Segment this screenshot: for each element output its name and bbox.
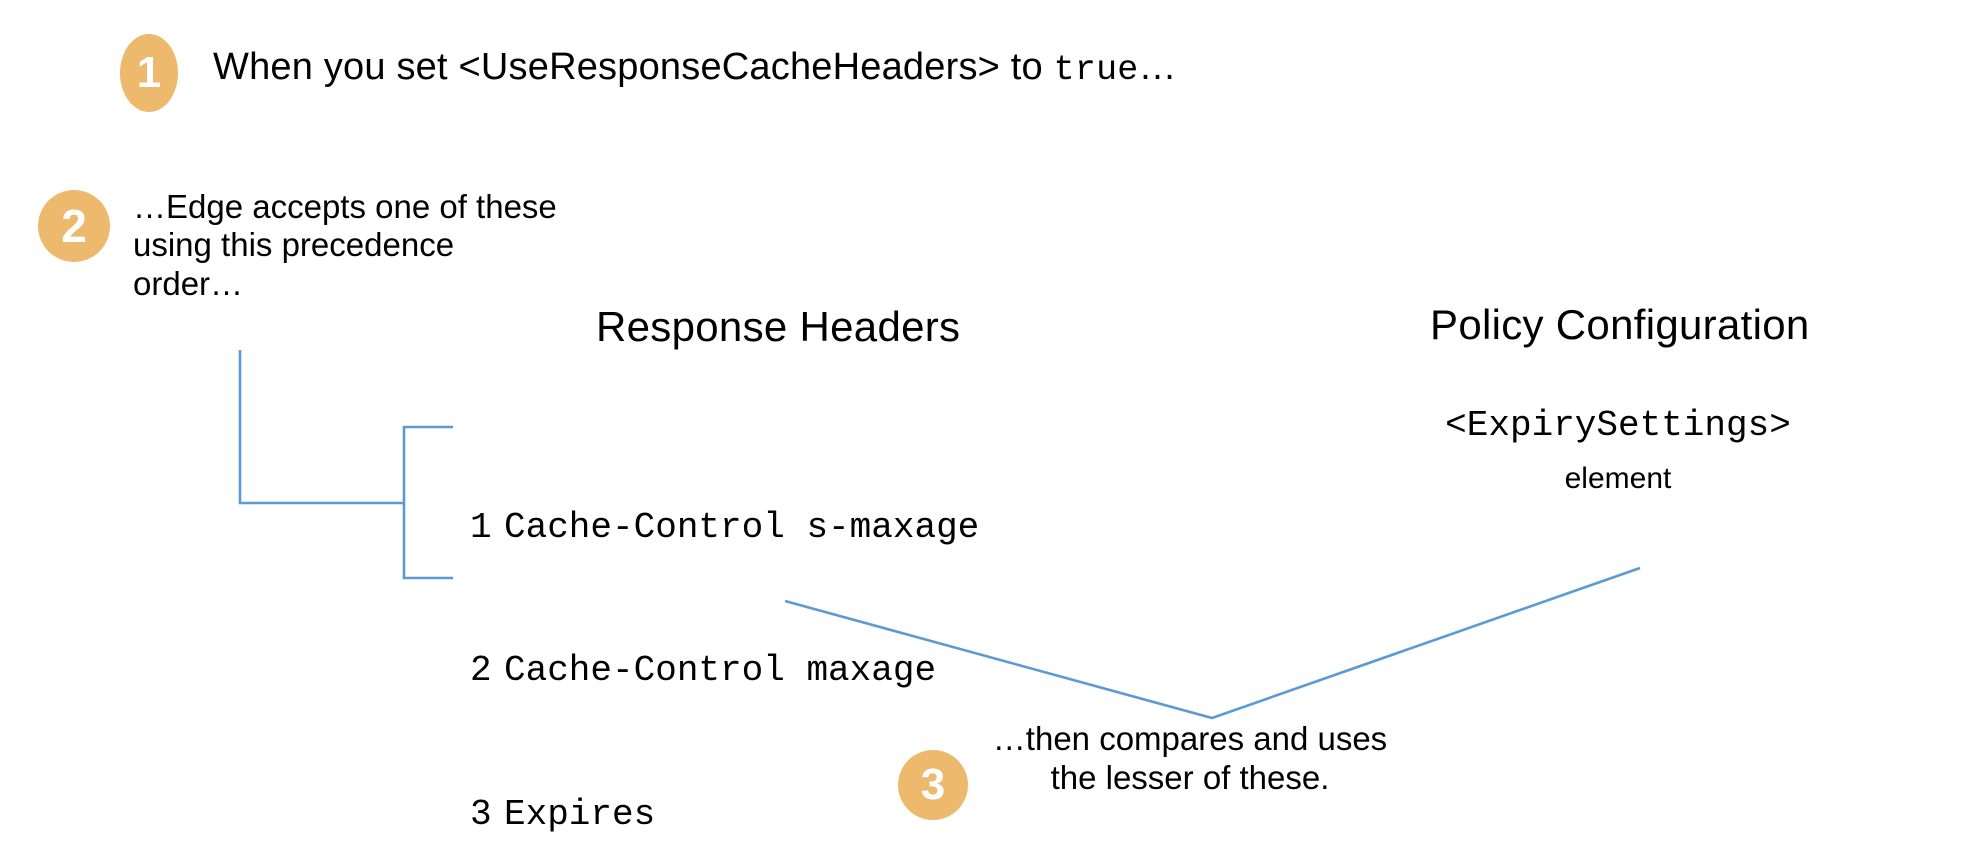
- step-3-text: …then compares and uses the lesser of th…: [960, 720, 1420, 797]
- step-2-line-2: using this precedence: [133, 226, 455, 264]
- policy-configuration-heading: Policy Configuration: [1430, 301, 1810, 348]
- step-1-text-prefix: When you set <UseResponseCacheHeaders> t…: [213, 46, 1054, 88]
- step-1-number: 1: [136, 48, 162, 97]
- step-2-line-1: …Edge accepts one of these: [133, 188, 557, 225]
- list-item-number: 1: [470, 506, 492, 548]
- list-item: 1 Cache-Control s-maxage: [470, 504, 979, 552]
- precedence-list: 1 Cache-Control s-maxage 2 Cache-Control m…: [470, 408, 979, 858]
- step-3-line-1: …then compares and uses: [992, 720, 1388, 757]
- response-headers-heading: Response Headers: [596, 303, 961, 350]
- step-2-number: 2: [61, 200, 87, 252]
- list-item-label: Cache-Control maxage: [504, 650, 937, 692]
- precedence-bracket-line: [238, 350, 404, 505]
- policy-element-kind: element: [1564, 462, 1672, 495]
- list-group-bracket-line: [402, 425, 453, 580]
- step-2-text: …Edge accepts one of these using this pr…: [133, 188, 653, 303]
- step-3-line-2: the lesser of these.: [1050, 758, 1330, 796]
- step-1-text-suffix: …: [1138, 46, 1177, 88]
- list-item-number: 2: [470, 650, 492, 692]
- list-item-label: Expires: [504, 794, 656, 835]
- step-1-badge: 1: [120, 34, 178, 112]
- list-item-number: 3: [470, 794, 492, 835]
- step-3-badge: 3: [898, 750, 968, 820]
- step-2-line-3: order…: [133, 264, 244, 302]
- step-2-badge: 2: [38, 190, 110, 262]
- step-1-text-mono: true: [1053, 50, 1139, 90]
- list-item: 2 Cache-Control maxage: [470, 647, 979, 695]
- list-item: 3 Expires: [470, 791, 979, 839]
- list-item-label: Cache-Control s-maxage: [504, 506, 980, 548]
- policy-element-name: <ExpirySettings>: [1445, 405, 1791, 446]
- step-1-text: When you set <UseResponseCacheHeaders> t…: [213, 46, 1177, 90]
- step-3-number: 3: [920, 760, 946, 809]
